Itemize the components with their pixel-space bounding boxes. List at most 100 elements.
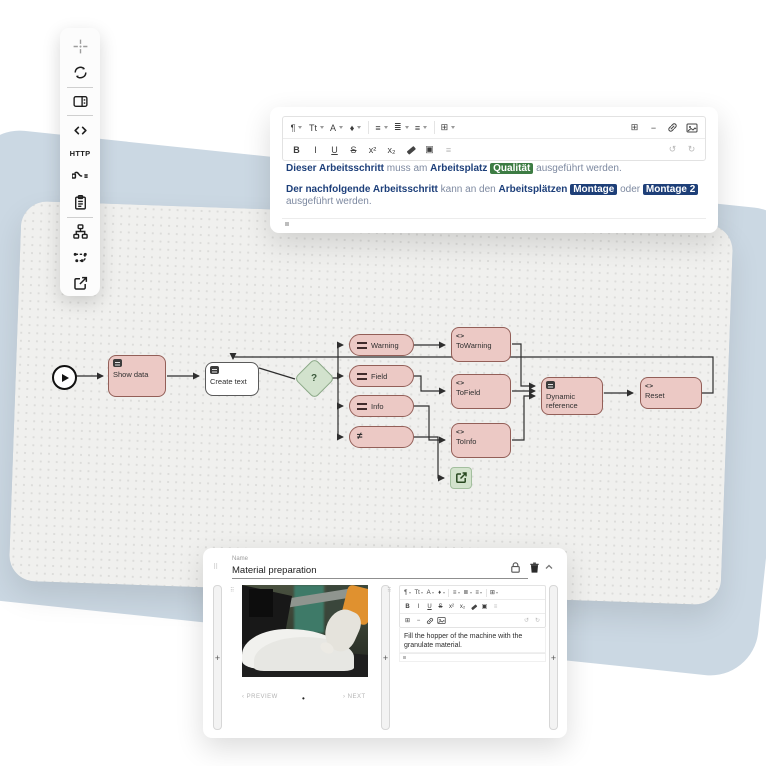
embed-button[interactable]: ▣ [425, 144, 434, 154]
insert-rail-left[interactable]: + [213, 585, 222, 730]
flow-node-external-link[interactable] [450, 467, 472, 489]
step-editor-content[interactable]: Fill the hopper of the machine with the … [399, 628, 546, 654]
image-icon [436, 617, 446, 624]
text-color-dropdown[interactable]: ♦ [346, 120, 365, 135]
drag-handle[interactable]: ⠿ [387, 588, 392, 594]
subscript-button[interactable]: x₂ [459, 603, 466, 610]
font-dropdown[interactable]: A [425, 588, 436, 598]
table-dropdown[interactable]: ⊞ [438, 120, 459, 135]
numbered-list-dropdown[interactable]: ≣ [462, 588, 474, 598]
italic-button[interactable]: I [417, 603, 420, 610]
flow-node-reset[interactable]: <> Reset [640, 377, 702, 409]
font-dropdown[interactable]: A [327, 120, 346, 135]
link-button[interactable] [424, 616, 435, 626]
subscript-button[interactable]: x₂ [387, 144, 396, 155]
redo-button[interactable]: ↻ [687, 144, 696, 154]
paragraph-marks-button[interactable]: ≡ [493, 603, 498, 610]
chevron-left-icon: ‹ [242, 694, 245, 700]
flow-node-start[interactable] [52, 365, 77, 390]
horizontal-rule-button[interactable]: − [650, 122, 657, 133]
chevron-down-icon [469, 591, 472, 594]
delete-button[interactable] [528, 561, 542, 575]
bullet-list-dropdown[interactable]: ≡ [372, 120, 391, 135]
flow-node-decision[interactable]: ? [293, 357, 335, 399]
text-color-dropdown[interactable]: ♦ [436, 588, 447, 598]
paragraph-style-dropdown[interactable]: ¶ [287, 120, 306, 135]
carousel-next-button[interactable]: › NEXT [343, 694, 366, 700]
mini-toolbar-row-3: ⊞ − ↺ [400, 613, 545, 627]
link-button[interactable] [663, 120, 682, 135]
numbered-list-dropdown[interactable]: ≣ [391, 120, 412, 135]
clipboard-tool-button[interactable] [67, 190, 93, 216]
workplace-badge: Montage 2 [642, 184, 699, 195]
flow-node-dynamic-reference[interactable]: Dynamic reference [541, 377, 603, 415]
code-tool-button[interactable] [67, 117, 93, 143]
move-tool-button[interactable] [67, 34, 93, 60]
flow-node-to-field[interactable]: <> ToField [451, 374, 511, 409]
flow-node-warning[interactable]: Warning [349, 334, 414, 356]
paragraph-marks-button[interactable]: ≡ [445, 144, 452, 155]
step-name-input[interactable] [232, 563, 528, 579]
undo-button[interactable]: ↺ [668, 144, 677, 154]
carousel-dot[interactable]: • [302, 694, 306, 703]
hierarchy-tool-button[interactable] [67, 219, 93, 245]
route-icon [73, 252, 87, 262]
undo-button[interactable]: ↺ [523, 618, 530, 624]
grid-button[interactable]: ⊞ [404, 618, 411, 624]
bullet-list-dropdown[interactable]: ≡ [451, 588, 462, 598]
text-size-dropdown[interactable]: Tt [306, 120, 327, 135]
connector-tool-button[interactable] [67, 164, 93, 190]
flow-node-to-info[interactable]: <> ToInfo [451, 423, 511, 458]
flow-node-show-data[interactable]: Show data [108, 355, 166, 397]
strikethrough-button[interactable]: S [350, 144, 357, 155]
bold-button[interactable]: B [293, 144, 300, 155]
editor-content[interactable]: Dieser Arbeitsschritt muss am Arbeitspla… [286, 163, 702, 217]
eraser-button[interactable] [468, 602, 479, 612]
eraser-button[interactable] [401, 142, 420, 157]
flow-node-not-equal[interactable]: ≠ [349, 426, 414, 448]
horizontal-rule-button[interactable]: − [416, 617, 421, 624]
flow-node-info[interactable]: Info [349, 395, 414, 417]
open-external-tool-button[interactable] [67, 270, 93, 296]
align-dropdown[interactable]: ≡ [473, 588, 484, 598]
flow-node-field[interactable]: Field [349, 365, 414, 387]
lock-button[interactable] [509, 561, 523, 575]
sync-tool-button[interactable] [67, 60, 93, 86]
collapse-button[interactable] [543, 561, 557, 575]
italic-button[interactable]: I [314, 144, 317, 155]
insert-rail-right[interactable]: + [549, 585, 558, 730]
redo-button[interactable]: ↻ [534, 618, 541, 624]
image-button[interactable] [682, 120, 701, 135]
chevron-down-icon [421, 591, 424, 594]
node-label: Info [371, 401, 384, 411]
insert-rail-middle[interactable]: + [381, 585, 390, 730]
underline-button[interactable]: U [427, 603, 432, 610]
embed-button[interactable]: ▣ [481, 604, 488, 610]
paragraph-style-dropdown[interactable]: ¶ [402, 588, 413, 598]
text-segment: ausgeführt werden. [286, 196, 372, 207]
bold-button[interactable]: B [405, 603, 410, 610]
code-icon: <> [456, 429, 465, 436]
text-size-dropdown[interactable]: Tt [413, 588, 425, 598]
align-dropdown[interactable]: ≡ [412, 120, 431, 135]
flow-node-to-warning[interactable]: <> ToWarning [451, 327, 511, 362]
chevron-down-icon [457, 591, 460, 594]
strikethrough-button[interactable]: S [438, 603, 443, 610]
resize-handle[interactable] [403, 655, 406, 659]
node-label: Warning [371, 340, 399, 350]
card-tool-button[interactable] [67, 89, 93, 115]
underline-button[interactable]: U [331, 144, 338, 155]
grid-button[interactable]: ⊞ [630, 122, 639, 132]
table-dropdown[interactable]: ⊞ [488, 588, 500, 598]
carousel-preview-button[interactable]: ‹ PREVIEW [242, 694, 278, 700]
image-button[interactable] [435, 616, 447, 626]
superscript-button[interactable]: x² [368, 144, 377, 155]
route-tool-button[interactable] [67, 244, 93, 270]
drag-handle[interactable]: ⠿ [213, 564, 219, 571]
superscript-button[interactable]: x² [449, 603, 454, 610]
drag-handle[interactable]: ⠿ [230, 588, 235, 594]
resize-handle[interactable] [285, 222, 289, 226]
http-tool-button[interactable]: HTTP [69, 149, 91, 159]
flow-node-create-text[interactable]: Create text [205, 362, 259, 396]
